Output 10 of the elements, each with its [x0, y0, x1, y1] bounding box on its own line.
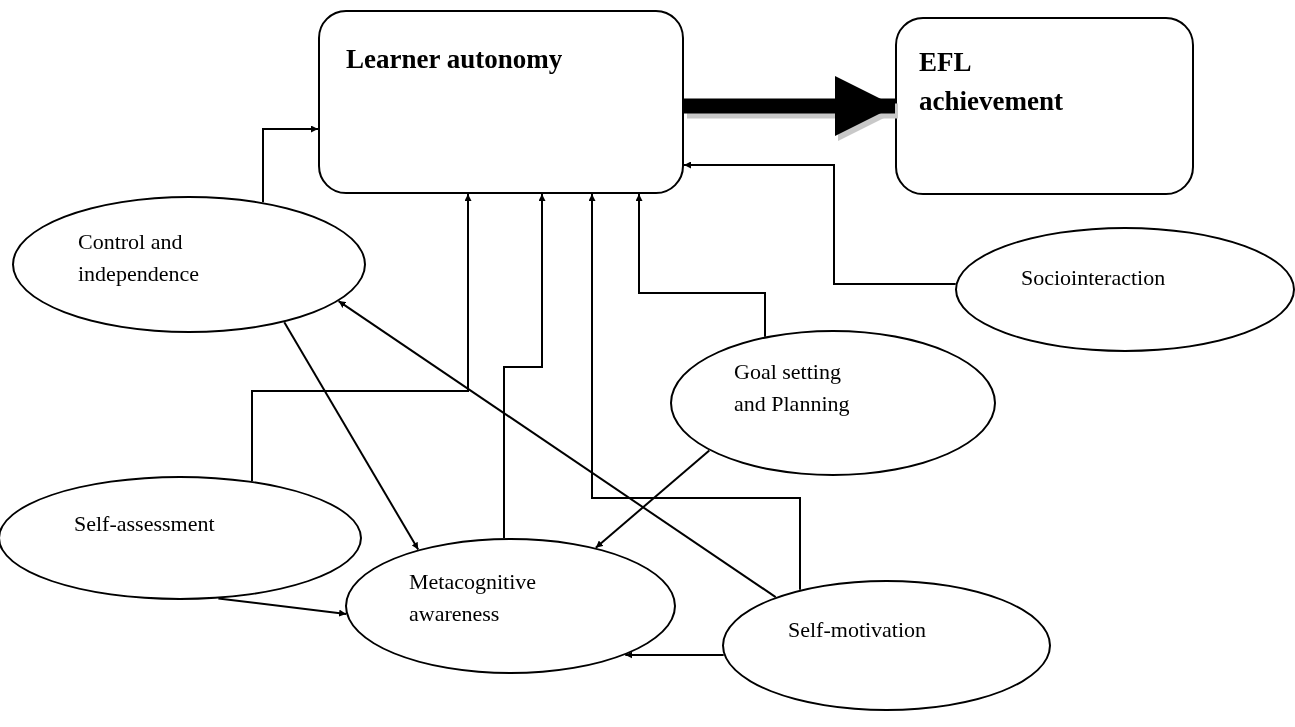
node-label: Self-assessment [74, 510, 216, 538]
rounded-box [318, 10, 684, 194]
node-label: Goal setting and Planning [734, 358, 851, 418]
node-label: Metacognitive awareness [409, 568, 538, 628]
node-label: Control and independence [78, 228, 200, 288]
node-label: Learner autonomy [346, 43, 564, 76]
rounded-box [895, 17, 1194, 195]
node-label: Self-motivation [788, 616, 928, 644]
node-label: Sociointeraction [1021, 264, 1167, 292]
node-label: EFL achievement [919, 46, 1064, 119]
